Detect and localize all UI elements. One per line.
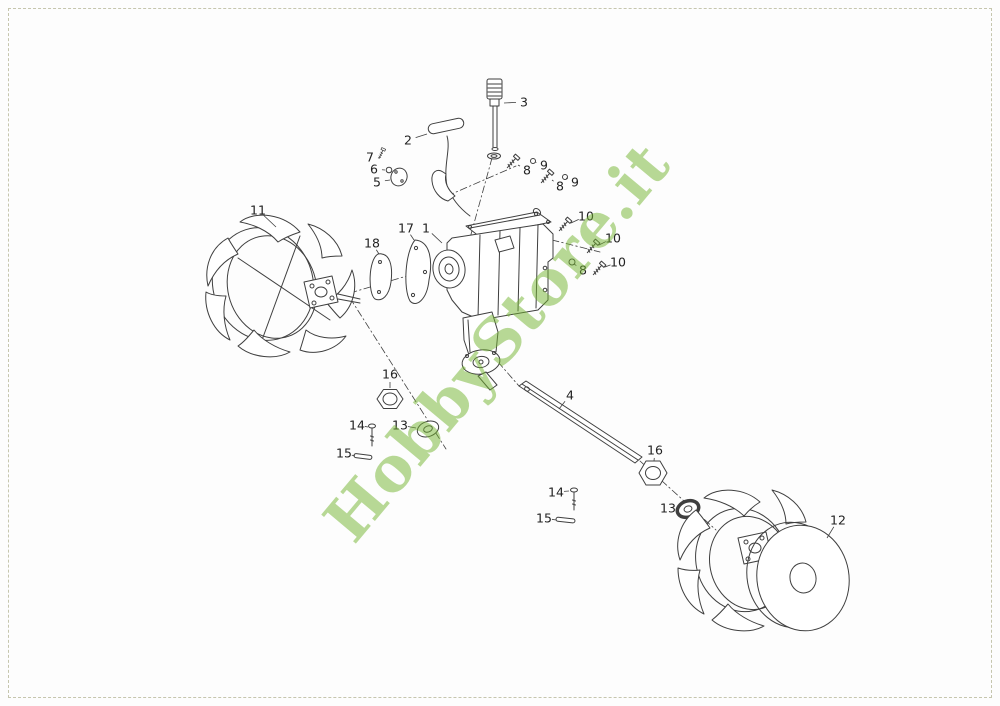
callout-leader-14 — [364, 426, 369, 428]
callout-label-10: 10 — [605, 231, 621, 246]
callout-label-8: 8 — [523, 163, 531, 178]
gasket-part-18 — [369, 253, 393, 301]
callout-label-13: 13 — [660, 501, 676, 516]
callout-leader-1 — [431, 233, 443, 244]
callout-label-8: 8 — [579, 263, 587, 278]
callout-label-13: 13 — [392, 418, 408, 433]
callout-label-4: 4 — [566, 388, 574, 403]
shift-fork — [431, 169, 456, 202]
screws-10-8 — [556, 216, 607, 278]
pin-part-15-right — [555, 516, 576, 524]
callout-label-1: 1 — [422, 221, 430, 236]
callout-label-15: 15 — [336, 446, 352, 461]
pin-part-15-left — [353, 453, 373, 460]
callout-label-16: 16 — [647, 443, 663, 458]
callout-leader-3 — [503, 101, 517, 104]
screws-8-9 — [504, 153, 568, 186]
callout-label-10: 10 — [610, 255, 626, 270]
callout-label-16: 16 — [382, 367, 398, 382]
left-tine-assembly-part-11 — [205, 214, 361, 358]
callout-label-14: 14 — [349, 418, 365, 433]
callout-leader-5 — [384, 179, 391, 182]
right-tine-assembly-part-12 — [677, 489, 850, 632]
callout-leader-17 — [410, 234, 415, 241]
callout-label-7: 7 — [366, 150, 374, 165]
hex-shaft-part-4 — [518, 380, 643, 464]
callout-leader-2 — [415, 133, 428, 138]
callout-leader-13 — [407, 426, 417, 429]
callout-leader-10 — [570, 219, 579, 224]
callout-label-17: 17 — [398, 221, 414, 236]
callout-label-14: 14 — [548, 485, 564, 500]
handle-lever-part-2 — [427, 117, 471, 217]
callout-label-6: 6 — [370, 162, 378, 177]
hex-nut-part-16-right — [638, 460, 668, 486]
callout-label-11: 11 — [250, 203, 266, 218]
bolt-part-14-left — [368, 423, 376, 447]
callout-leader-9 — [565, 177, 568, 180]
callout-label-9: 9 — [540, 158, 548, 173]
callout-leader-4 — [558, 401, 566, 410]
callout-label-18: 18 — [364, 236, 380, 251]
callout-leader-8 — [573, 263, 577, 266]
callout-leader-8 — [551, 179, 554, 182]
callout-label-15: 15 — [536, 511, 552, 526]
gasket-part-17 — [405, 239, 432, 304]
callout-label-3: 3 — [520, 95, 528, 110]
callout-label-10: 10 — [578, 209, 594, 224]
cam-plate-parts-5-6-7 — [376, 147, 408, 187]
callout-leader-8 — [517, 164, 521, 167]
bolt-part-14-right — [570, 487, 578, 511]
callout-leader-10 — [604, 264, 611, 268]
callout-label-8: 8 — [556, 179, 564, 194]
callout-label-9: 9 — [571, 175, 579, 190]
oil-dipstick-part-3 — [486, 78, 503, 160]
washer-part-13-left — [416, 420, 440, 438]
callout-leader-15 — [551, 518, 557, 521]
callout-label-12: 12 — [830, 513, 846, 528]
callout-leader-12 — [826, 526, 835, 539]
callout-label-5: 5 — [373, 175, 381, 190]
callout-leader-11 — [263, 215, 277, 228]
callout-leader-10 — [598, 241, 607, 246]
callout-label-2: 2 — [404, 133, 412, 148]
hex-nut-part-16-left — [376, 389, 404, 409]
gearbox-housing-part-1 — [432, 208, 554, 391]
callout-leader-18 — [375, 249, 380, 255]
callout-leader-15 — [351, 454, 356, 457]
